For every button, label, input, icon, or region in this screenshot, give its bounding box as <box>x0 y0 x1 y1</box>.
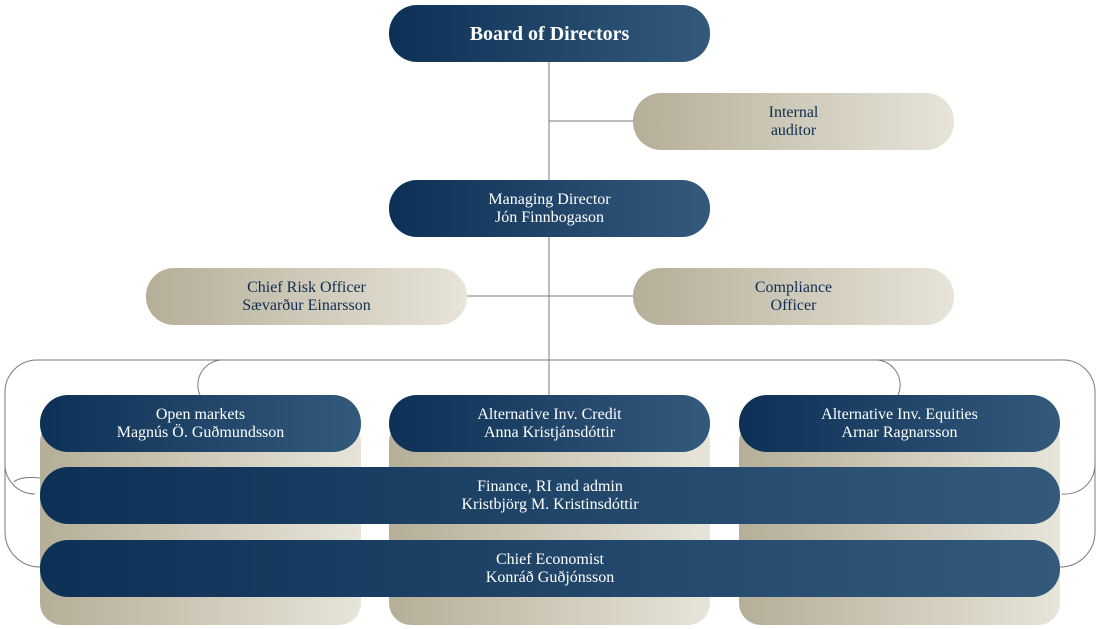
alt-equities-title: Alternative Inv. Equities <box>821 405 978 423</box>
board-label: Board of Directors <box>469 22 630 45</box>
finance-node: Finance, RI and admin Kristbjörg M. Kris… <box>40 467 1060 524</box>
internal-auditor-line1: Internal <box>768 103 819 121</box>
internal-auditor-node: Internal auditor <box>633 93 954 150</box>
open-markets-node: Open markets Magnús Ö. Guðmundsson <box>40 395 361 452</box>
chief-economist-title: Chief Economist <box>496 550 604 568</box>
alt-credit-name: Anna Kristjánsdóttir <box>483 423 616 441</box>
alt-equities-name: Arnar Ragnarsson <box>841 423 958 441</box>
finance-bracket-right <box>872 359 1096 495</box>
compliance-officer-node: Compliance Officer <box>633 268 954 325</box>
alt-credit-node: Alternative Inv. Credit Anna Kristjánsdó… <box>389 395 710 452</box>
economist-bracket-left <box>4 462 41 568</box>
managing-director-node: Managing Director Jón Finnbogason <box>389 180 710 237</box>
chief-economist-name: Konráð Guðjónsson <box>485 568 615 586</box>
chief-economist-node: Chief Economist Konráð Guðjónsson <box>40 540 1060 597</box>
chief-risk-officer-name: Sævarður Einarsson <box>242 296 371 314</box>
internal-auditor-line2: auditor <box>770 121 817 139</box>
open-markets-title: Open markets <box>155 405 246 423</box>
finance-title: Finance, RI and admin <box>477 477 623 495</box>
economist-bracket-right <box>1059 462 1096 568</box>
compliance-officer-line2: Officer <box>770 296 817 314</box>
managing-director-name: Jón Finnbogason <box>495 208 604 226</box>
chief-risk-officer-node: Chief Risk Officer Sævarður Einarsson <box>146 268 467 325</box>
board-of-directors-node: Board of Directors <box>389 5 710 62</box>
managing-director-title: Managing Director <box>488 190 611 208</box>
chief-risk-officer-title: Chief Risk Officer <box>247 278 366 296</box>
alt-credit-title: Alternative Inv. Credit <box>477 405 622 423</box>
alt-equities-node: Alternative Inv. Equities Arnar Ragnarss… <box>739 395 1060 452</box>
open-markets-name: Magnús Ö. Guðmundsson <box>116 423 285 441</box>
finance-name: Kristbjörg M. Kristinsdóttir <box>461 495 639 513</box>
finance-bracket-left <box>4 359 226 495</box>
compliance-officer-line1: Compliance <box>754 278 833 296</box>
